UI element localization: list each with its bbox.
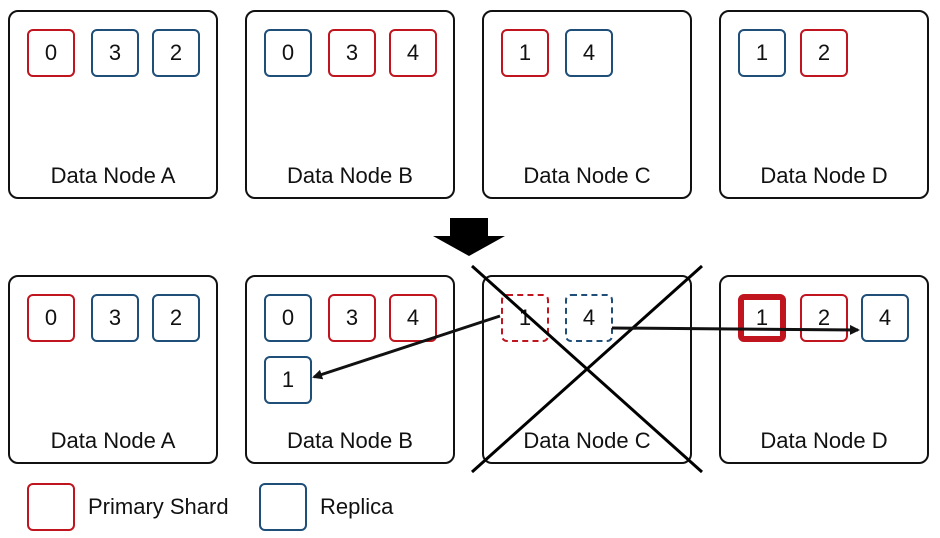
- replica-shard: 3: [91, 29, 139, 77]
- replica-shard: 1: [738, 29, 786, 77]
- node-label: Data Node D: [760, 428, 888, 453]
- legend-primary-swatch: [27, 483, 75, 531]
- new-replica-shard: 4: [861, 294, 909, 342]
- node-c-before: 1 4 Data Node C: [482, 10, 692, 199]
- legend-primary-label: Primary Shard: [88, 494, 229, 519]
- primary-shard: 1: [501, 29, 549, 77]
- node-d-after: 1 2 4 Data Node D: [719, 275, 929, 464]
- primary-shard: 3: [328, 294, 376, 342]
- lost-replica-shard: 4: [565, 294, 613, 342]
- node-label: Data Node A: [50, 428, 176, 453]
- primary-shard: 4: [389, 29, 437, 77]
- transition-arrow-icon: [433, 218, 505, 256]
- lost-primary-shard: 1: [501, 294, 549, 342]
- replica-shard: 0: [264, 29, 312, 77]
- legend-replica-label: Replica: [320, 494, 394, 519]
- primary-shard: 2: [800, 294, 848, 342]
- replica-shard: 4: [565, 29, 613, 77]
- node-label: Data Node D: [760, 163, 888, 188]
- new-replica-shard: 1: [264, 356, 312, 404]
- legend-replica-swatch: [259, 483, 307, 531]
- replica-shard: 2: [152, 29, 200, 77]
- node-label: Data Node C: [523, 163, 651, 188]
- replica-shard: 3: [91, 294, 139, 342]
- replica-shard: 2: [152, 294, 200, 342]
- replica-shard: 0: [264, 294, 312, 342]
- primary-shard: 4: [389, 294, 437, 342]
- node-a-after: 0 3 2 Data Node A: [8, 275, 218, 464]
- node-b-after: 0 3 4 1 Data Node B: [245, 275, 455, 464]
- promoted-primary-shard: 1: [738, 294, 786, 342]
- node-a-before: 0 3 2 Data Node A: [8, 10, 218, 199]
- primary-shard: 0: [27, 29, 75, 77]
- primary-shard: 2: [800, 29, 848, 77]
- primary-shard: 0: [27, 294, 75, 342]
- node-label: Data Node B: [287, 428, 413, 453]
- node-b-before: 0 3 4 Data Node B: [245, 10, 455, 199]
- primary-shard: 3: [328, 29, 376, 77]
- node-label: Data Node C: [523, 428, 651, 453]
- node-label: Data Node B: [287, 163, 413, 188]
- node-c-after-failed: 1 4 Data Node C: [482, 275, 692, 464]
- node-label: Data Node A: [50, 163, 176, 188]
- node-d-before: 1 2 Data Node D: [719, 10, 929, 199]
